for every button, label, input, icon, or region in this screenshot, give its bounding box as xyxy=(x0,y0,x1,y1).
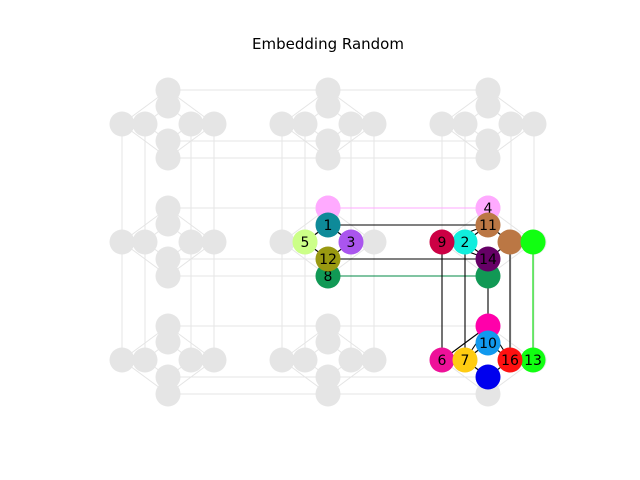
figure-title: Embedding Random xyxy=(252,35,404,53)
background-node xyxy=(269,229,295,255)
graph-node xyxy=(452,347,478,373)
node-label: 9 xyxy=(438,235,447,251)
background-node xyxy=(338,347,364,373)
node-label: 10 xyxy=(479,336,497,352)
background-node xyxy=(315,145,341,171)
background-node xyxy=(132,111,158,137)
background-node xyxy=(201,229,227,255)
node-label: 13 xyxy=(524,353,542,369)
background-node xyxy=(178,111,204,137)
background-node xyxy=(315,381,341,407)
node-label: 11 xyxy=(479,218,497,234)
background-node xyxy=(361,229,387,255)
background-node xyxy=(155,93,181,119)
background-node xyxy=(155,329,181,355)
node-label: 5 xyxy=(301,235,310,251)
background-node xyxy=(178,347,204,373)
embedding-edges xyxy=(304,207,534,378)
background-node xyxy=(361,347,387,373)
background-node xyxy=(361,111,387,137)
background-node xyxy=(315,329,341,355)
background-node xyxy=(269,111,295,137)
background-node xyxy=(452,111,478,137)
graph-node xyxy=(475,246,501,272)
graph-node-unlabeled xyxy=(497,229,523,255)
node-label: 6 xyxy=(438,353,447,369)
background-node xyxy=(109,347,135,373)
graph-node-unlabeled xyxy=(520,229,546,255)
background-node xyxy=(292,347,318,373)
graph-node-unlabeled xyxy=(475,364,501,390)
background-node xyxy=(429,111,455,137)
graph-node xyxy=(520,347,546,373)
node-label: 7 xyxy=(461,353,470,369)
graph-node xyxy=(315,212,341,238)
background-node xyxy=(475,145,501,171)
graph-node xyxy=(429,347,455,373)
background-node xyxy=(132,347,158,373)
node-label: 3 xyxy=(347,235,356,251)
background-node xyxy=(155,263,181,289)
background-node xyxy=(475,93,501,119)
node-label: 8 xyxy=(324,269,333,285)
graph-node xyxy=(452,229,478,255)
node-label: 4 xyxy=(484,201,493,217)
node-label: 14 xyxy=(479,252,497,268)
graph-node xyxy=(497,347,523,373)
background-node xyxy=(521,111,547,137)
background-node xyxy=(109,111,135,137)
background-nodes xyxy=(109,77,547,407)
background-node xyxy=(269,347,295,373)
background-node xyxy=(109,229,135,255)
node-label: 2 xyxy=(461,235,470,251)
background-node xyxy=(498,111,524,137)
background-node xyxy=(132,229,158,255)
graph-node xyxy=(338,229,364,255)
node-label: 16 xyxy=(501,353,519,369)
background-node xyxy=(178,229,204,255)
graph-node xyxy=(475,212,501,238)
background-node xyxy=(155,211,181,237)
background-node xyxy=(338,111,364,137)
background-node xyxy=(201,347,227,373)
background-node xyxy=(292,111,318,137)
background-node xyxy=(315,93,341,119)
graph-node xyxy=(429,229,455,255)
graph-node xyxy=(315,246,341,272)
background-node xyxy=(155,381,181,407)
graph-node xyxy=(292,229,318,255)
node-label: 12 xyxy=(319,252,337,268)
graph-node xyxy=(475,330,501,356)
node-label: 1 xyxy=(324,218,333,234)
background-node xyxy=(155,145,181,171)
background-node xyxy=(201,111,227,137)
